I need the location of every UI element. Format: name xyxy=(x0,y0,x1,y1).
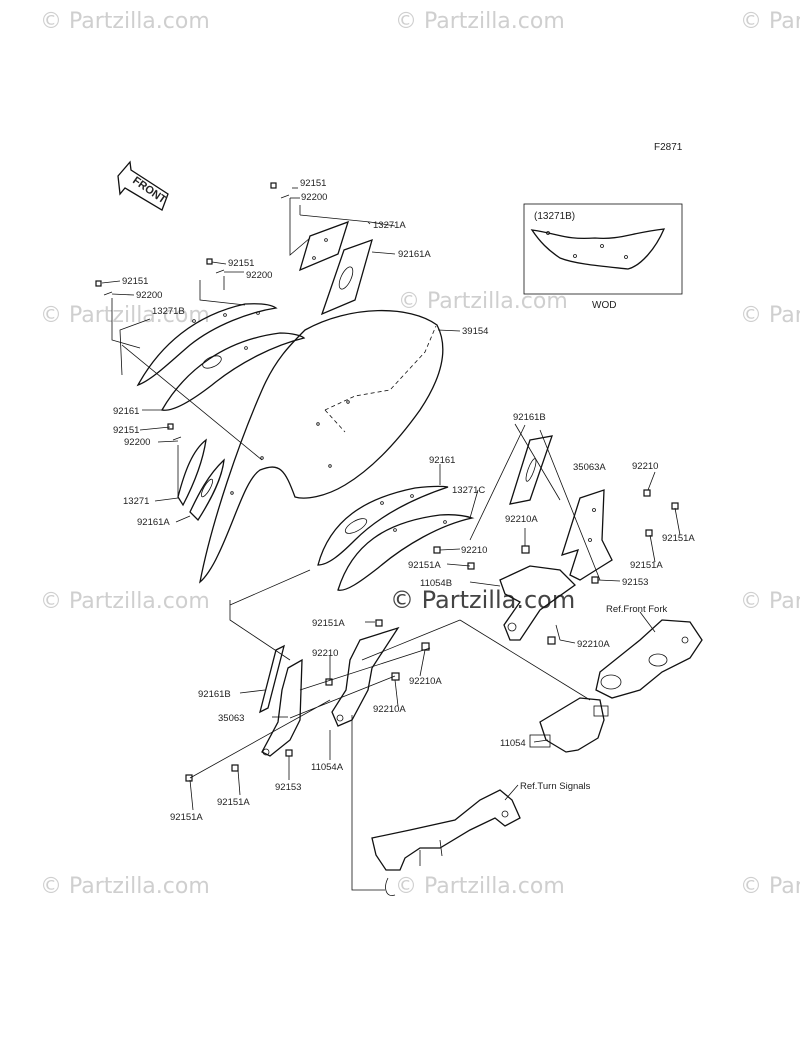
seal-92161B-lower xyxy=(259,644,285,714)
stay-35063A xyxy=(561,489,613,581)
label-92151A: 92151A xyxy=(170,812,203,823)
label-13271C: 13271C xyxy=(452,485,485,496)
label-92161A: 92161A xyxy=(398,249,431,260)
front-arrow-icon: FRONT xyxy=(117,160,169,211)
front-fork-bracket xyxy=(595,619,703,699)
label-92161B: 92161B xyxy=(198,689,231,700)
watermark: © Partzilla.com xyxy=(740,589,800,614)
inset-title: (13271B) xyxy=(534,211,575,222)
watermark: © Partzilla.com xyxy=(40,303,210,328)
label-92210A: 92210A xyxy=(505,514,538,525)
label-92153: 92153 xyxy=(275,782,301,793)
turn-signal-bracket xyxy=(371,789,521,896)
label-92151: 92151 xyxy=(300,178,326,189)
label-13271B: 13271B xyxy=(152,306,185,317)
windshield-panel-inset xyxy=(530,228,666,270)
label-92200: 92200 xyxy=(136,290,162,301)
label-92200: 92200 xyxy=(246,270,272,281)
label-11054B: 11054B xyxy=(420,578,452,589)
label-13271A: 13271A xyxy=(373,220,406,231)
inset-caption: WOD xyxy=(592,300,616,311)
panel-13271B xyxy=(136,303,278,387)
bracket-11054B xyxy=(499,565,577,641)
label-92151A: 92151A xyxy=(217,797,250,808)
label-92151: 92151 xyxy=(228,258,254,269)
watermark: © Partzilla.com xyxy=(395,9,565,34)
seal-92161 xyxy=(160,332,306,411)
seal-92161A-left xyxy=(189,458,225,522)
label-11054A: 11054A xyxy=(311,762,344,773)
label-92151: 92151 xyxy=(113,425,139,436)
seal-92161A xyxy=(320,238,373,316)
label-92210: 92210 xyxy=(461,545,487,556)
watermark: © Partzilla.com xyxy=(740,9,800,34)
watermark: © Partzilla.com xyxy=(740,874,800,899)
watermark: © Partzilla.com xyxy=(40,874,210,899)
label-92161: 92161 xyxy=(429,455,455,466)
label-ref-front-fork: Ref.Front Fork xyxy=(606,604,667,615)
watermark: © Partzilla.com xyxy=(740,303,800,328)
label-92161A: 92161A xyxy=(137,517,170,528)
label-92151A: 92151A xyxy=(312,618,345,629)
label-35063A: 35063A xyxy=(573,462,606,473)
label-35063: 35063 xyxy=(218,713,244,724)
label-ref-turn-signals: Ref.Turn Signals xyxy=(520,781,591,792)
label-92210: 92210 xyxy=(632,461,658,472)
label-92151A: 92151A xyxy=(662,533,695,544)
watermark: © Partzilla.com xyxy=(395,874,565,899)
label-92161: 92161 xyxy=(113,406,139,417)
screw-group xyxy=(95,182,679,782)
label-39154: 39154 xyxy=(462,326,488,337)
watermark: © Partzilla.com xyxy=(40,589,210,614)
label-92200: 92200 xyxy=(301,192,327,203)
part-labels: 92151 92200 13271A 92161A 92151 92200 92… xyxy=(113,178,695,823)
label-92151A: 92151A xyxy=(630,560,663,571)
windshield-39154 xyxy=(199,309,444,584)
label-13271: 13271 xyxy=(123,496,149,507)
watermark-center: © Partzilla.com xyxy=(390,586,575,614)
label-92200: 92200 xyxy=(124,437,150,448)
watermark: © Partzilla.com xyxy=(40,9,210,34)
label-92151A: 92151A xyxy=(408,560,441,571)
bracket-11054 xyxy=(529,697,609,753)
bracket-11054A xyxy=(331,626,400,727)
watermark-layer: © Partzilla.com © Partzilla.com © Partzi… xyxy=(40,9,800,899)
label-92153: 92153 xyxy=(622,577,648,588)
inset-box: (13271B) WOD xyxy=(523,203,683,311)
label-92210A: 92210A xyxy=(373,704,406,715)
label-11054: 11054 xyxy=(500,738,526,749)
label-92210A: 92210A xyxy=(409,676,442,687)
seal-92161-lower xyxy=(317,485,449,566)
figure-code: F2871 xyxy=(654,142,683,153)
stay-35063 xyxy=(261,658,303,757)
seal-92161B xyxy=(509,435,553,505)
watermark: © Partzilla.com xyxy=(398,289,568,314)
label-92210A: 92210A xyxy=(577,639,610,650)
label-92161B: 92161B xyxy=(513,412,546,423)
panel-13271 xyxy=(177,438,207,507)
label-92151: 92151 xyxy=(122,276,148,287)
panel-13271C xyxy=(337,514,475,591)
label-92210: 92210 xyxy=(312,648,338,659)
panel-13271A xyxy=(298,220,350,272)
leader-lines xyxy=(101,187,681,891)
